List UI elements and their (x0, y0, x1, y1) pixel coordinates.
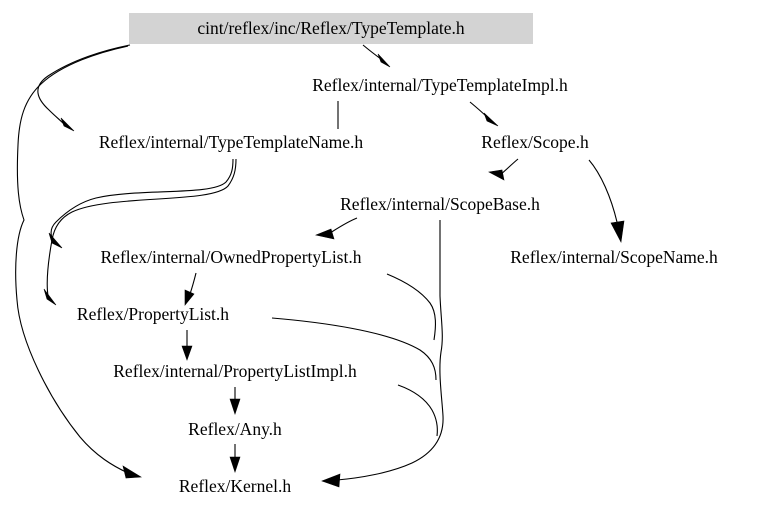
node-scopebase-label: Reflex/internal/ScopeBase.h (340, 194, 540, 214)
node-scope-label: Reflex/Scope.h (481, 132, 589, 152)
node-scopename-label: Reflex/internal/ScopeName.h (510, 247, 718, 267)
edge-ownedpropertylist-to-kernel (386, 273, 437, 341)
node-propertylistimpl-label: Reflex/internal/PropertyListImpl.h (113, 361, 357, 381)
edge-any-to-kernel (229, 444, 241, 473)
node-kernel-label: Reflex/Kernel.h (179, 476, 291, 496)
node-typetemplateimpl[interactable]: Reflex/internal/TypeTemplateImpl.h (312, 75, 568, 95)
node-root-label: cint/reflex/inc/Reflex/TypeTemplate.h (197, 18, 464, 38)
node-scopebase[interactable]: Reflex/internal/ScopeBase.h (340, 194, 540, 214)
node-propertylist-label: Reflex/PropertyList.h (77, 304, 229, 324)
edge-root-to-typetemplateimpl (362, 44, 391, 68)
node-root[interactable]: cint/reflex/inc/Reflex/TypeTemplate.h (129, 13, 533, 44)
edge-scopebase-to-kernel (321, 220, 444, 488)
node-kernel[interactable]: Reflex/Kernel.h (179, 476, 291, 496)
node-root-box (129, 13, 533, 44)
node-any-label: Reflex/Any.h (188, 419, 282, 439)
edge-propertylist-to-kernel (271, 317, 437, 381)
node-any[interactable]: Reflex/Any.h (188, 419, 282, 439)
node-typetemplateimpl-label: Reflex/internal/TypeTemplateImpl.h (312, 75, 568, 95)
edge-scopebase-to-scopebase-owned (314, 217, 358, 240)
node-propertylistimpl[interactable]: Reflex/internal/PropertyListImpl.h (113, 361, 357, 381)
edge-root-to-typetemplatename (37, 44, 131, 132)
edge-layer (15, 44, 625, 488)
edge-typetemplatename-to-ownedpropertylist (48, 158, 234, 249)
edge-scope-to-scopename (588, 159, 625, 243)
edge-ownedpropertylist-to-propertylist (184, 272, 197, 306)
node-propertylist[interactable]: Reflex/PropertyList.h (77, 304, 229, 324)
edge-typetemplateimpl-to-scope (469, 101, 499, 127)
edge-propertylist-to-propertylistimpl (181, 329, 193, 361)
edge-root-to-kernel (15, 45, 142, 479)
edge-propertylistimpl-to-any (229, 387, 241, 415)
node-typetemplatename-label: Reflex/internal/TypeTemplateName.h (99, 132, 364, 152)
node-ownedpropertylist-label: Reflex/internal/OwnedPropertyList.h (101, 247, 362, 267)
edge-propertylistimpl-to-kernel (397, 384, 438, 437)
node-typetemplatename[interactable]: Reflex/internal/TypeTemplateName.h (99, 132, 364, 152)
node-scopename[interactable]: Reflex/internal/ScopeName.h (510, 247, 718, 267)
node-ownedpropertylist[interactable]: Reflex/internal/OwnedPropertyList.h (101, 247, 362, 267)
node-scope[interactable]: Reflex/Scope.h (481, 132, 589, 152)
edge-typetemplatename-to-propertylist (43, 158, 237, 306)
node-layer: cint/reflex/inc/Reflex/TypeTemplate.h Re… (77, 13, 718, 496)
edge-scope-to-scopebase (488, 158, 519, 181)
